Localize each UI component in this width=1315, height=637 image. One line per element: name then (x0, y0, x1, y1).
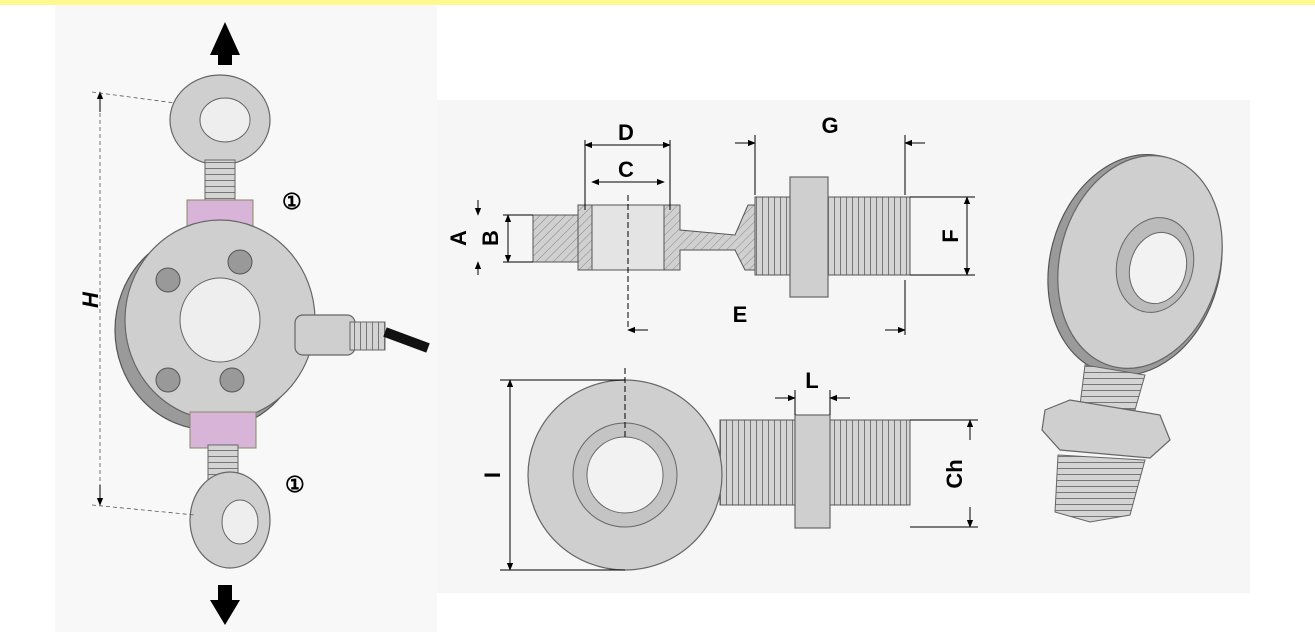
dimension-label-f: F (938, 229, 963, 242)
front-view (500, 368, 978, 571)
top-band (0, 0, 1315, 5)
dimension-label-c: C (618, 157, 634, 182)
dimension-label-d: D (618, 120, 634, 145)
tension-arrow-up-icon (210, 22, 240, 65)
dimension-label-g: G (821, 113, 838, 138)
callout-marker-top: ① (282, 189, 302, 214)
dimension-label-b: B (478, 230, 503, 246)
isometric-rod-end-view (1041, 154, 1223, 523)
assembly-view (91, 22, 430, 625)
dimension-label-ch: Ch (942, 459, 967, 488)
dimension-label-l: L (805, 368, 818, 393)
dimension-label-a: A (446, 230, 471, 246)
dimension-label-i: I (480, 472, 505, 478)
tension-arrow-down-icon (210, 585, 240, 625)
callout-marker-bottom: ① (285, 472, 305, 497)
dimension-label-h: H (78, 291, 103, 308)
section-view (474, 135, 975, 335)
dimension-label-e: E (733, 302, 748, 327)
